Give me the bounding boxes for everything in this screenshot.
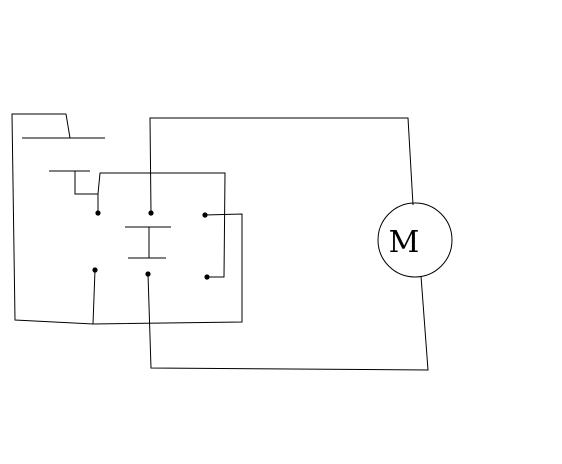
terminal-dot [92,267,98,273]
terminal-dot [148,210,154,216]
left-loop-wire [11,113,96,325]
terminal-dot [204,274,210,280]
motor-label: M [389,225,420,260]
motor-top-wire [149,117,414,214]
switch-lever [22,113,105,139]
battery-symbol [125,226,171,259]
terminal-dot [145,271,151,277]
motor-bottom-wire [147,273,429,371]
pushbutton-stem [74,171,99,213]
switch-top-wire [97,172,226,278]
motor: M [377,202,453,278]
pushbutton-switch [49,170,99,213]
terminals [92,210,210,280]
motor-circle [377,202,453,278]
terminal-dot [202,212,208,218]
terminal-dot [95,210,101,216]
right-loop-wire [92,213,243,325]
